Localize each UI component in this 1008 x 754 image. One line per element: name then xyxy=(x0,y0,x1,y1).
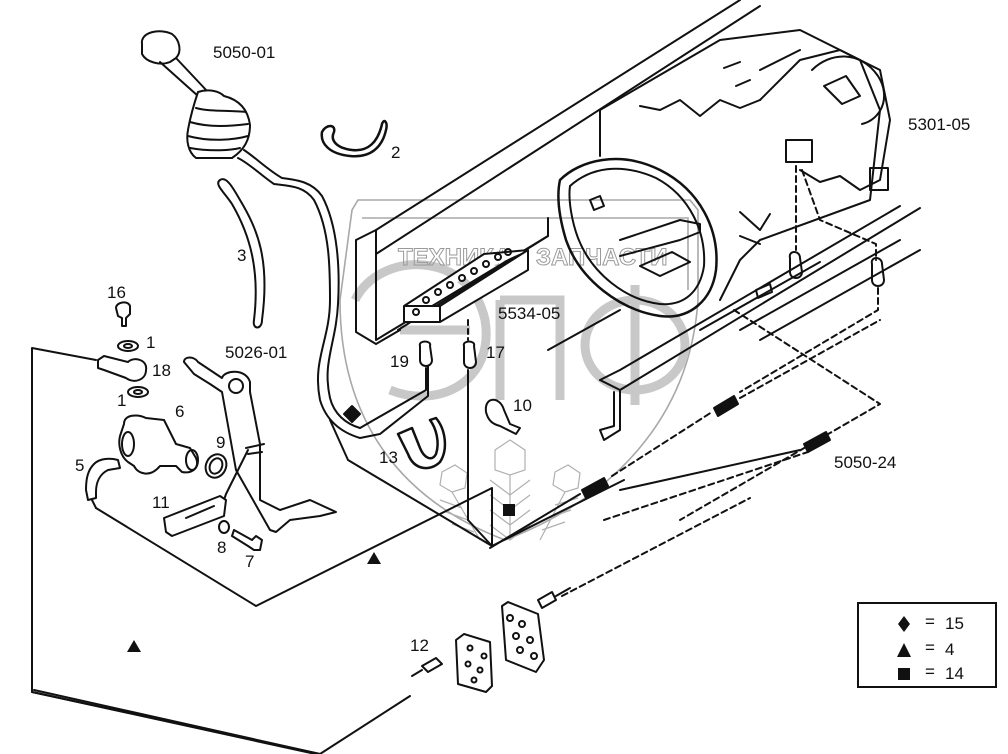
legend-value-diamond: 15 xyxy=(945,614,964,633)
triangle-marker-1 xyxy=(367,552,381,564)
routing-outline-inner xyxy=(95,479,625,607)
legend-row-square: = 14 xyxy=(859,662,995,686)
hose-clamp xyxy=(320,119,388,158)
connector-block xyxy=(403,248,529,323)
symbol-legend: = 15 = 4 = 14 xyxy=(857,602,997,688)
part-label-11: 11 xyxy=(152,493,170,512)
fitting-12 xyxy=(421,657,443,673)
shift-stick xyxy=(159,57,209,97)
assembly-label-5050-01: 5050-01 xyxy=(213,43,276,62)
watermark-wheat xyxy=(439,439,581,541)
legend-separator: = xyxy=(925,638,935,657)
legend-row-diamond: = 15 xyxy=(859,612,995,636)
part-label-5: 5 xyxy=(75,456,85,475)
legend-separator: = xyxy=(925,612,935,631)
connector-19 xyxy=(418,340,433,367)
coupling-lower xyxy=(803,431,831,453)
gear-shift-lever xyxy=(140,30,251,159)
part-label-18: 18 xyxy=(152,361,171,380)
shift-cable xyxy=(237,157,429,439)
part-label-12: 12 xyxy=(410,636,429,655)
part-label-17: 17 xyxy=(486,343,505,362)
connector-17 xyxy=(462,340,477,369)
part-label-13: 13 xyxy=(379,448,398,467)
square-icon xyxy=(898,668,910,680)
legend-row-triangle: = 4 xyxy=(859,638,995,662)
legend-value-triangle: 4 xyxy=(945,640,955,659)
clip xyxy=(484,398,521,435)
coupling-upper xyxy=(713,395,739,417)
frame-rail-right xyxy=(599,205,921,441)
legend-value-square: 14 xyxy=(945,664,964,683)
part-label-10: 10 xyxy=(513,396,532,415)
diamond-marker xyxy=(343,405,361,423)
banjo-bolt xyxy=(115,301,131,327)
part-label-19: 19 xyxy=(390,352,409,371)
part-label-6: 6 xyxy=(175,402,185,421)
line-art xyxy=(31,0,921,754)
watermark-shield xyxy=(339,199,699,541)
frame-rail-upper xyxy=(355,5,761,345)
assembly-label-5050-24: 5050-24 xyxy=(834,453,897,472)
assembly-label-5534-05: 5534-05 xyxy=(498,304,561,323)
cable-tie xyxy=(396,416,447,470)
transmission-housing xyxy=(557,29,891,318)
banjo-fitting xyxy=(97,355,148,382)
watermark xyxy=(339,199,699,541)
assembly-label-5026-01: 5026-01 xyxy=(225,343,288,362)
coupling-left xyxy=(581,477,609,499)
transmission-connector-a xyxy=(788,251,803,279)
part-label-9: 9 xyxy=(216,433,226,452)
square-marker xyxy=(503,504,515,516)
fitting-upper xyxy=(537,591,557,609)
transmission-connector-c xyxy=(755,283,773,299)
triangle-icon xyxy=(897,643,911,657)
part-label-1-lower: 1 xyxy=(117,391,127,410)
part-label-7: 7 xyxy=(245,552,255,571)
master-cylinder xyxy=(118,414,198,475)
part-label-16: 16 xyxy=(107,283,126,302)
diamond-icon xyxy=(898,616,910,632)
triangle-marker-2 xyxy=(127,640,141,652)
part-label-8: 8 xyxy=(217,538,227,557)
part-label-3: 3 xyxy=(237,246,247,265)
elbow-fitting xyxy=(85,457,121,501)
seal-ring xyxy=(204,453,228,479)
watermark-letter-e xyxy=(350,260,491,401)
bracket xyxy=(163,495,227,537)
washer-lower xyxy=(127,386,149,398)
watermark-letter-p xyxy=(495,295,565,400)
legend-separator: = xyxy=(925,662,935,681)
watermark-shield-inner xyxy=(362,217,689,290)
washer-upper xyxy=(117,340,139,352)
shift-boot xyxy=(186,89,251,159)
part-label-1-upper: 1 xyxy=(146,333,156,352)
washer-8 xyxy=(218,520,230,534)
shift-knob xyxy=(140,30,181,65)
part-label-2: 2 xyxy=(391,143,401,162)
bolt xyxy=(231,529,263,551)
valve-plate-right xyxy=(501,601,545,673)
assembly-label-5301-05: 5301-05 xyxy=(908,115,971,134)
transmission-connector-b xyxy=(870,257,885,287)
hose xyxy=(217,178,266,329)
valve-plate-left xyxy=(455,633,493,693)
